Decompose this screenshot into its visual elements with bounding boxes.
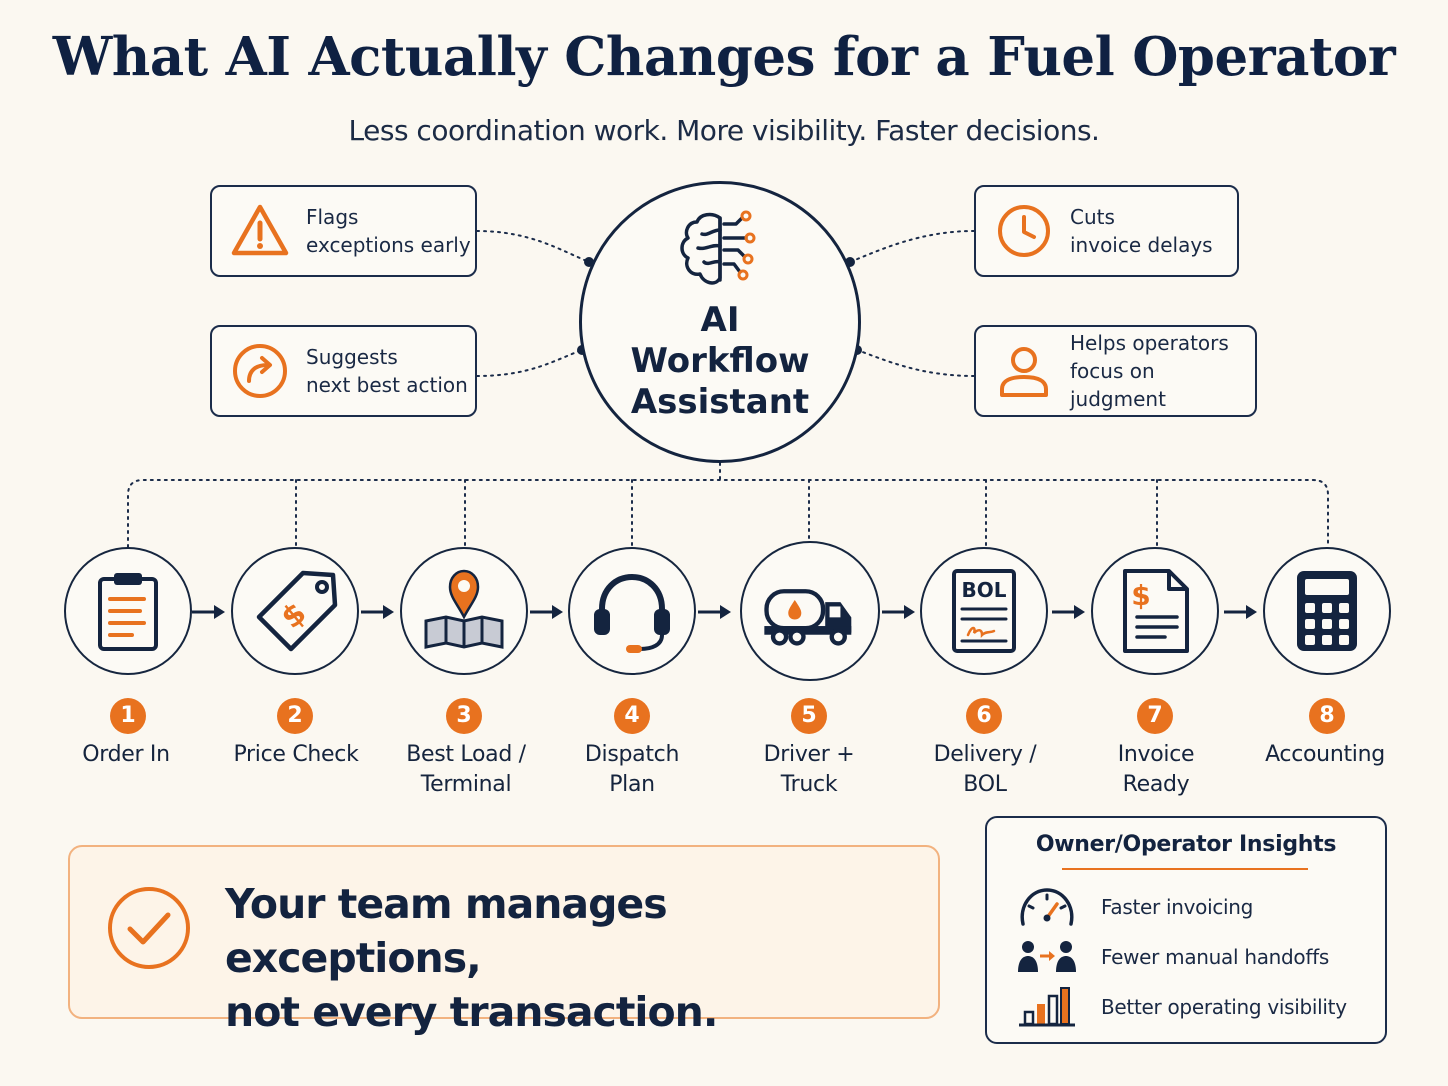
hub-label-line: Workflow	[630, 341, 810, 381]
step-label-order-in: Order In	[41, 740, 211, 770]
key-message-line: not every transaction.	[225, 988, 718, 1036]
step-3-circle	[400, 547, 528, 675]
step-label-line: Price Check	[233, 742, 359, 767]
step-number: 4	[614, 698, 650, 734]
headset-icon	[594, 573, 670, 653]
callout-line: focus on judgment	[1070, 359, 1166, 411]
map-pin-icon	[424, 569, 504, 649]
bol-document-icon: BOL	[952, 569, 1016, 653]
calculator-icon	[1297, 571, 1357, 651]
step-label-best-load: Best Load / Terminal	[381, 740, 551, 800]
step-5-circle	[740, 541, 880, 681]
tanker-truck-icon	[764, 589, 852, 646]
arrow-right-icon	[361, 605, 394, 619]
checkmark-icon	[108, 887, 190, 969]
step-label-line: BOL	[963, 772, 1007, 797]
clipboard-icon	[98, 573, 158, 651]
arrow-right-icon	[1052, 605, 1085, 619]
callout-cuts-delays: Cuts invoice delays	[974, 185, 1239, 277]
step-2-circle: $	[231, 547, 359, 675]
insights-divider	[1062, 868, 1308, 870]
step-number: 5	[791, 698, 827, 734]
step-4-circle	[568, 547, 696, 675]
arrow-right-icon	[698, 605, 731, 619]
step-label-line: Dispatch	[584, 742, 680, 767]
arrow-right-icon	[530, 605, 563, 619]
step-1-circle	[64, 547, 192, 675]
hub-label-line: Assistant	[630, 382, 810, 422]
invoice-icon: $	[1123, 569, 1189, 653]
step-label-delivery-bol: Delivery / BOL	[900, 740, 1070, 800]
insight-label: Faster invoicing	[1101, 895, 1254, 919]
arrow-right-icon	[882, 605, 915, 619]
callout-line: exceptions early	[306, 233, 471, 257]
callout-flags-exceptions: Flags exceptions early	[210, 185, 477, 277]
callout-line: Flags	[306, 205, 359, 229]
page-title: What AI Actually Changes for a Fuel Oper…	[52, 26, 1396, 88]
step-number: 6	[966, 698, 1002, 734]
svg-text:$: $	[1131, 579, 1150, 612]
step-number: 1	[110, 698, 146, 734]
step-label-line: Driver +	[763, 742, 855, 767]
key-message-box: Your team manages exceptions, not every …	[68, 845, 940, 1036]
insight-item: Fewer manual handoffs	[1017, 936, 1329, 978]
callout-line: Suggests	[306, 345, 398, 369]
step-label-accounting: Accounting	[1240, 740, 1410, 770]
insight-item: Faster invoicing	[1017, 886, 1253, 928]
step-number: 3	[446, 698, 482, 734]
arrow-right-icon	[1224, 605, 1257, 619]
speedometer-icon	[1020, 888, 1074, 926]
step-label-line: Order In	[82, 742, 170, 767]
step-label-line: Best Load /	[406, 742, 526, 767]
insight-label: Better operating visibility	[1101, 995, 1347, 1019]
step-number: 2	[277, 698, 313, 734]
warning-triangle-icon	[231, 204, 289, 256]
step-label-line: Accounting	[1265, 742, 1385, 767]
curved-arrow-icon	[233, 344, 287, 398]
callout-line: Cuts	[1070, 205, 1115, 229]
arrow-right-icon	[192, 605, 225, 619]
callout-helps-operators: Helps operators focus on judgment	[974, 325, 1257, 417]
ai-workflow-assistant-hub: AI Workflow Assistant	[579, 181, 861, 463]
clock-icon	[998, 205, 1050, 257]
insight-item: Better operating visibility	[1017, 986, 1347, 1028]
key-message-line: Your team manages exceptions,	[225, 880, 668, 982]
step-label-line: Plan	[609, 772, 655, 797]
step-label-price-check: Price Check	[211, 740, 381, 770]
callout-line: invoice delays	[1070, 233, 1213, 257]
step-label-driver-truck: Driver + Truck	[724, 740, 894, 800]
handoff-people-icon	[1018, 941, 1076, 972]
callout-line: Helps operators	[1070, 331, 1229, 355]
step-8-circle	[1263, 547, 1391, 675]
insight-label: Fewer manual handoffs	[1101, 945, 1329, 969]
brain-circuit-icon	[680, 210, 756, 285]
step-label-line: Ready	[1122, 772, 1190, 797]
step-label-line: Invoice	[1117, 742, 1195, 767]
page-subtitle: Less coordination work. More visibility.…	[348, 114, 1100, 147]
callout-line: next best action	[306, 373, 468, 397]
step-6-circle: BOL	[920, 547, 1048, 675]
insights-panel: Owner/Operator Insights Faster invoicing…	[985, 816, 1387, 1044]
hub-label-line: AI	[700, 300, 740, 340]
price-tag-icon: $	[256, 570, 338, 652]
callout-suggests-action: Suggests next best action	[210, 325, 477, 417]
step-label-line: Truck	[780, 772, 838, 797]
bol-icon-text: BOL	[962, 578, 1007, 602]
bar-chart-icon	[1019, 987, 1075, 1027]
step-number: 8	[1309, 698, 1345, 734]
step-7-circle: $	[1091, 547, 1219, 675]
insights-title: Owner/Operator Insights	[1035, 832, 1337, 857]
person-icon	[1000, 347, 1048, 397]
step-label-line: Delivery /	[933, 742, 1037, 767]
step-label-line: Terminal	[420, 772, 512, 797]
step-number: 7	[1137, 698, 1173, 734]
